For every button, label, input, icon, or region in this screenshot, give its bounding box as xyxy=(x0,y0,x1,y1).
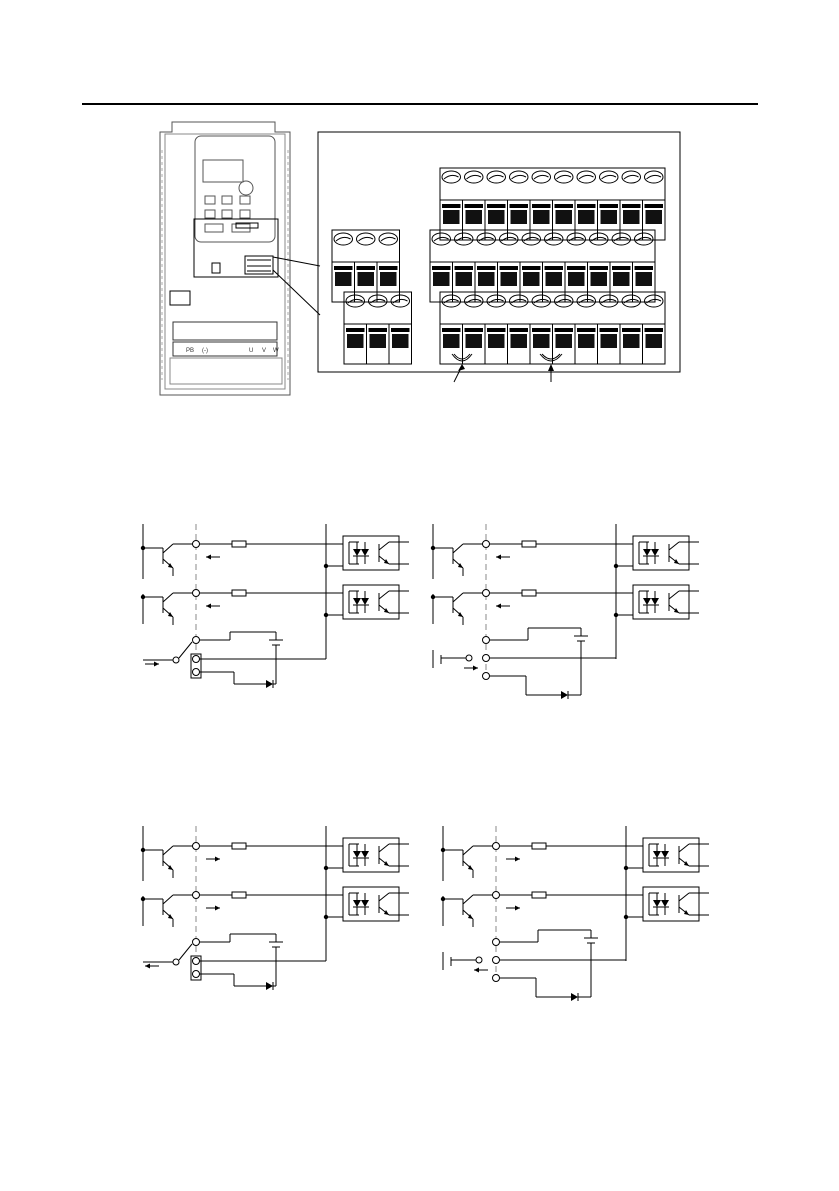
resistor xyxy=(532,892,546,898)
optocoupler xyxy=(343,838,409,872)
terminal-socket xyxy=(370,334,387,348)
diode xyxy=(561,691,568,699)
junction xyxy=(324,613,328,617)
resistor xyxy=(232,541,246,547)
resistor xyxy=(232,892,246,898)
optocoupler xyxy=(643,887,709,921)
schematic-c xyxy=(141,826,409,990)
junction xyxy=(624,866,628,870)
resistor xyxy=(532,843,546,849)
terminal-socket xyxy=(511,334,528,348)
power-terminal-labels: PB (-) U V W xyxy=(186,348,279,354)
diode xyxy=(571,993,578,1001)
resistor xyxy=(232,843,246,849)
terminal-socket xyxy=(488,334,505,348)
terminal-blocks xyxy=(332,168,665,364)
terminal-socket xyxy=(646,210,663,224)
optocoupler xyxy=(343,887,409,921)
terminal-socket xyxy=(636,272,653,286)
optocoupler xyxy=(643,838,709,872)
junction xyxy=(624,915,628,919)
optocoupler xyxy=(343,536,409,570)
junction xyxy=(614,564,618,568)
diode xyxy=(266,680,273,688)
terminal-socket xyxy=(623,210,640,224)
terminal-socket xyxy=(613,272,630,286)
optocoupler xyxy=(633,536,699,570)
svg-text:U: U xyxy=(249,348,253,354)
terminal-socket xyxy=(347,334,364,348)
terminal-socket xyxy=(578,210,595,224)
terminal-socket xyxy=(511,210,528,224)
terminal-row xyxy=(440,292,665,364)
terminal-socket xyxy=(335,272,352,286)
resistor xyxy=(522,541,536,547)
terminal-socket xyxy=(466,334,483,348)
terminal-socket xyxy=(358,272,375,286)
terminal-socket xyxy=(601,210,618,224)
terminal-socket xyxy=(456,272,473,286)
optocoupler xyxy=(343,585,409,619)
svg-text:(-): (-) xyxy=(202,348,208,354)
svg-text:PB: PB xyxy=(186,348,194,354)
side-vents xyxy=(162,150,288,380)
schematics xyxy=(141,524,709,1001)
terminal-socket xyxy=(392,334,409,348)
schematic-d xyxy=(441,826,709,1001)
terminal-socket xyxy=(601,334,618,348)
resistor xyxy=(232,590,246,596)
terminal-socket xyxy=(546,272,563,286)
terminal-socket xyxy=(556,334,573,348)
schematic-b xyxy=(431,524,699,699)
terminal-socket xyxy=(568,272,585,286)
terminal-socket xyxy=(533,210,550,224)
terminal-row xyxy=(344,292,412,364)
terminal-socket xyxy=(556,210,573,224)
terminal-row xyxy=(440,168,665,240)
terminal-socket xyxy=(578,334,595,348)
terminal-socket xyxy=(501,272,518,286)
terminal-socket xyxy=(591,272,608,286)
terminal-socket xyxy=(623,334,640,348)
resistor xyxy=(522,590,536,596)
terminal-socket xyxy=(443,334,460,348)
terminal-socket xyxy=(523,272,540,286)
junction xyxy=(324,915,328,919)
terminal-socket xyxy=(433,272,450,286)
drive-illustration xyxy=(160,122,290,395)
terminal-row xyxy=(332,230,400,302)
terminal-socket xyxy=(646,334,663,348)
diode xyxy=(266,982,273,990)
terminal-socket xyxy=(488,210,505,224)
keypad-buttons xyxy=(205,196,250,232)
svg-text:W: W xyxy=(273,348,279,354)
optocoupler xyxy=(633,585,699,619)
terminal-socket xyxy=(466,210,483,224)
terminal-socket xyxy=(533,334,550,348)
terminal-row xyxy=(430,230,655,302)
junction xyxy=(614,613,618,617)
svg-text:V: V xyxy=(262,348,266,354)
terminal-socket xyxy=(443,210,460,224)
junction xyxy=(324,866,328,870)
junction xyxy=(324,564,328,568)
terminal-socket xyxy=(478,272,495,286)
schematic-a xyxy=(141,524,409,688)
terminal-socket xyxy=(380,272,397,286)
